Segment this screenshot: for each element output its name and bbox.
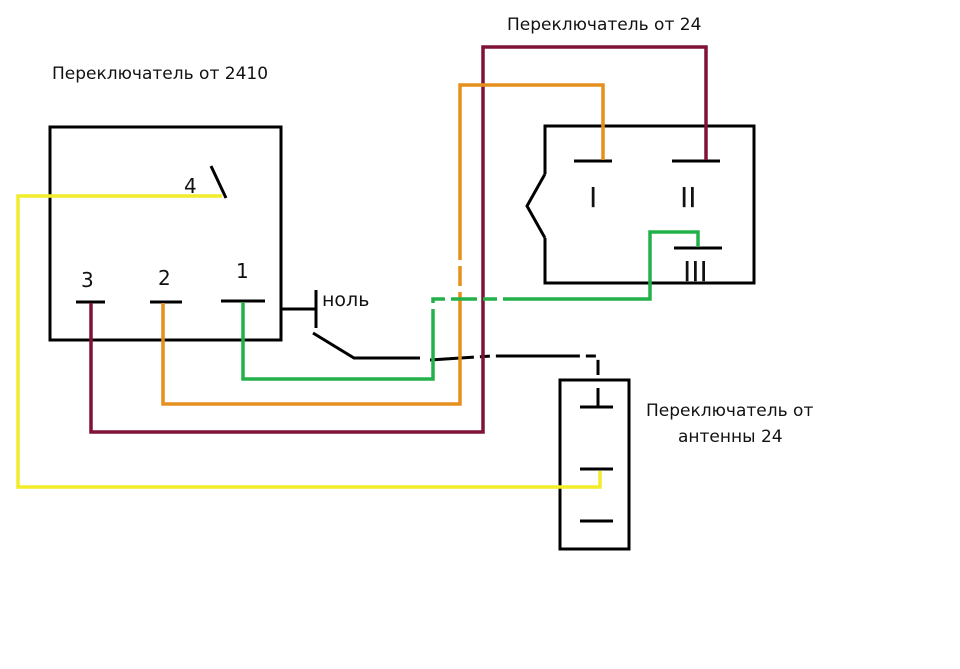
terminal-2-label: 2 <box>158 266 171 290</box>
antenna-switch-box <box>558 378 631 551</box>
terminal-1-label: 1 <box>236 259 249 283</box>
maroon-wire <box>89 45 708 434</box>
green-wire <box>241 230 700 381</box>
terminal-3-label: 3 <box>81 268 94 292</box>
antenna-switch-title-line1: Переключатель от <box>646 401 813 421</box>
terminal-4-label: 4 <box>184 174 197 198</box>
switch-24-title: Переключатель от 24 <box>507 15 701 35</box>
neutral-arm <box>312 331 420 360</box>
orange-wire <box>161 83 605 406</box>
switch-2410-box <box>48 125 283 342</box>
yellow-wire <box>16 194 602 489</box>
neutral-label: ноль <box>322 289 369 311</box>
terminal-4-contact <box>209 165 228 199</box>
antenna-switch-title-line2: антенны 24 <box>678 427 783 447</box>
switch-24-lever <box>525 173 547 239</box>
contact-i-label: I <box>589 181 597 214</box>
switch-2410-title: Переключатель от 2410 <box>52 64 268 84</box>
neutral-to-antenna <box>429 354 600 375</box>
switch-24-box <box>543 124 756 285</box>
contact-iii-label: III <box>683 255 708 288</box>
contact-ii-label: II <box>680 181 697 214</box>
